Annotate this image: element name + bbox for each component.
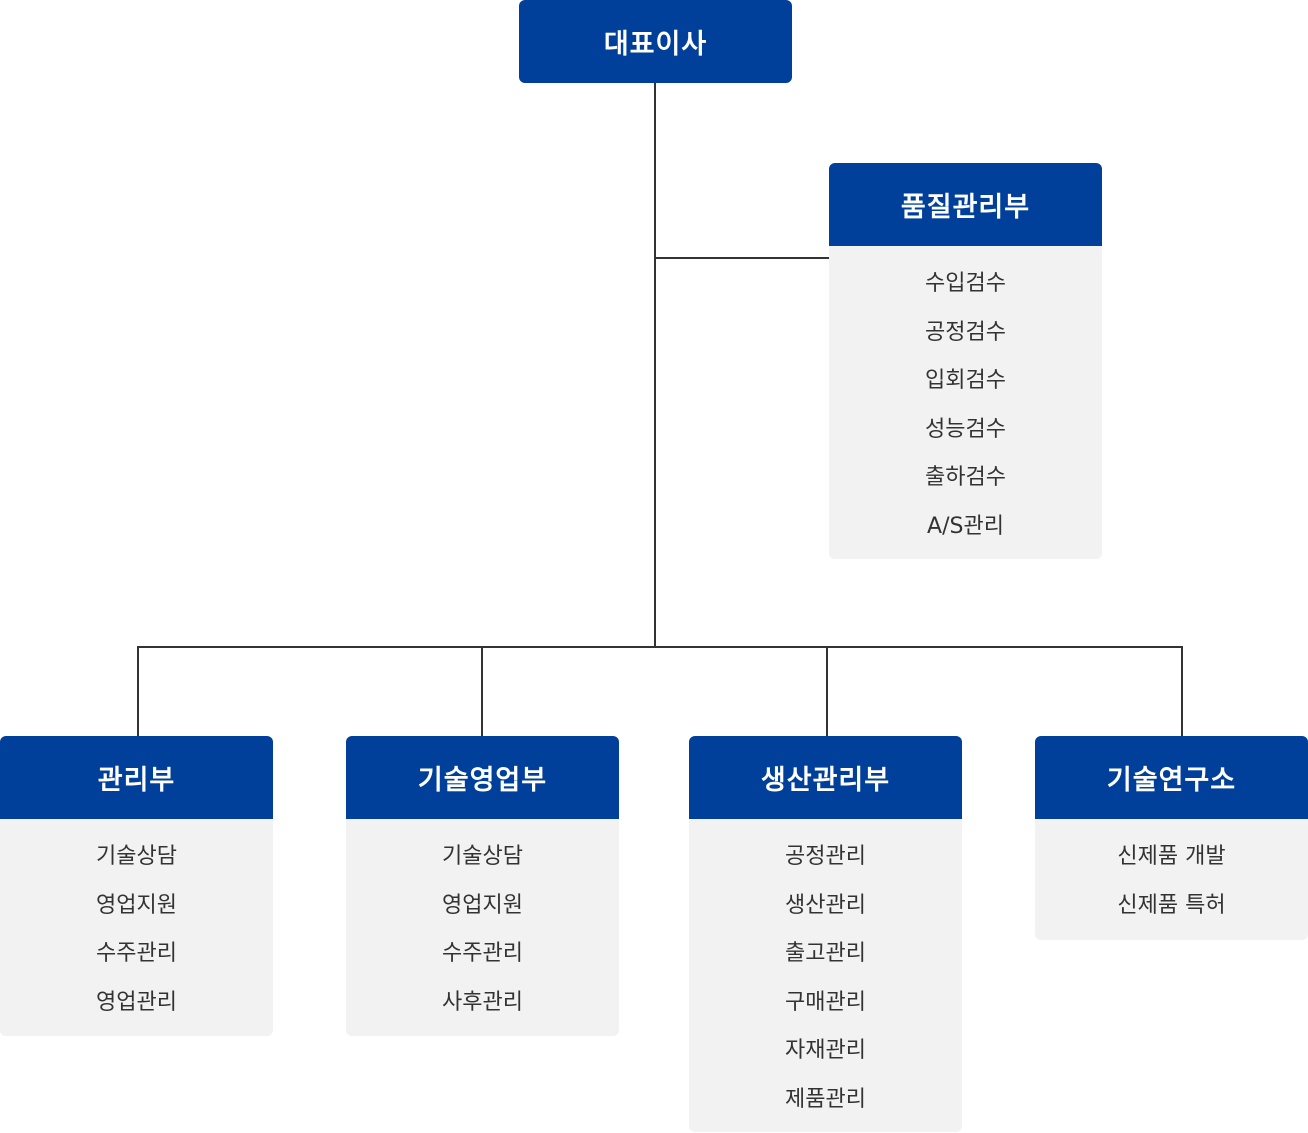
admin-drop-line xyxy=(137,646,139,737)
list-item: 영업지원 xyxy=(442,892,523,918)
list-item: 생산관리 xyxy=(785,892,866,918)
dept-quality: 품질관리부 수입검수 공정검수 입회검수 성능검수 출하검수 A/S관리 xyxy=(829,163,1102,559)
dept-quality-list: 수입검수 공정검수 입회검수 성능검수 출하검수 A/S관리 xyxy=(829,246,1102,552)
dept-rnd: 기술연구소 신제품 개발 신제품 특허 xyxy=(1035,736,1308,940)
list-item: 영업관리 xyxy=(96,989,177,1015)
list-item: 입회검수 xyxy=(925,368,1006,394)
dept-tech-sales: 기술영업부 기술상담 영업지원 수주관리 사후관리 xyxy=(346,736,619,1036)
list-item: 출하검수 xyxy=(925,465,1006,491)
ceo-trunk-line xyxy=(654,83,656,647)
dept-tech-sales-list: 기술상담 영업지원 수주관리 사후관리 xyxy=(346,819,619,1027)
rnd-drop-line xyxy=(1181,646,1183,737)
list-item: 수주관리 xyxy=(442,941,523,967)
dept-production: 생산관리부 공정관리 생산관리 출고관리 구매관리 자재관리 제품관리 xyxy=(689,736,962,1132)
list-item: 기술상담 xyxy=(442,844,523,869)
dept-tech-sales-title: 기술영업부 xyxy=(346,736,619,819)
list-item: 신제품 특허 xyxy=(1117,892,1226,918)
dept-admin-title: 관리부 xyxy=(0,736,273,819)
list-item: 공정관리 xyxy=(785,844,866,869)
list-item: 자재관리 xyxy=(785,1038,866,1064)
production-drop-line xyxy=(826,646,828,737)
dept-production-title: 생산관리부 xyxy=(689,736,962,819)
list-item: 사후관리 xyxy=(442,989,523,1015)
list-item: A/S관리 xyxy=(927,513,1004,539)
list-item: 수입검수 xyxy=(925,271,1006,296)
list-item: 영업지원 xyxy=(96,892,177,918)
tech-sales-drop-line xyxy=(481,646,483,737)
dept-rnd-list: 신제품 개발 신제품 특허 xyxy=(1035,819,1308,930)
list-item: 출고관리 xyxy=(785,941,866,967)
list-item: 공정검수 xyxy=(925,319,1006,345)
dept-quality-title: 품질관리부 xyxy=(829,163,1102,246)
list-item: 수주관리 xyxy=(96,941,177,967)
dept-production-list: 공정관리 생산관리 출고관리 구매관리 자재관리 제품관리 xyxy=(689,819,962,1125)
list-item: 제품관리 xyxy=(785,1086,866,1112)
dept-admin: 관리부 기술상담 영업지원 수주관리 영업관리 xyxy=(0,736,273,1036)
dept-admin-list: 기술상담 영업지원 수주관리 영업관리 xyxy=(0,819,273,1027)
list-item: 성능검수 xyxy=(925,416,1006,442)
list-item: 구매관리 xyxy=(785,989,866,1015)
list-item: 신제품 개발 xyxy=(1117,844,1226,869)
quality-branch-line xyxy=(654,257,829,259)
bottom-horizontal-line xyxy=(137,646,1183,648)
dept-rnd-title: 기술연구소 xyxy=(1035,736,1308,819)
list-item: 기술상담 xyxy=(96,844,177,869)
ceo-box: 대표이사 xyxy=(519,0,792,83)
